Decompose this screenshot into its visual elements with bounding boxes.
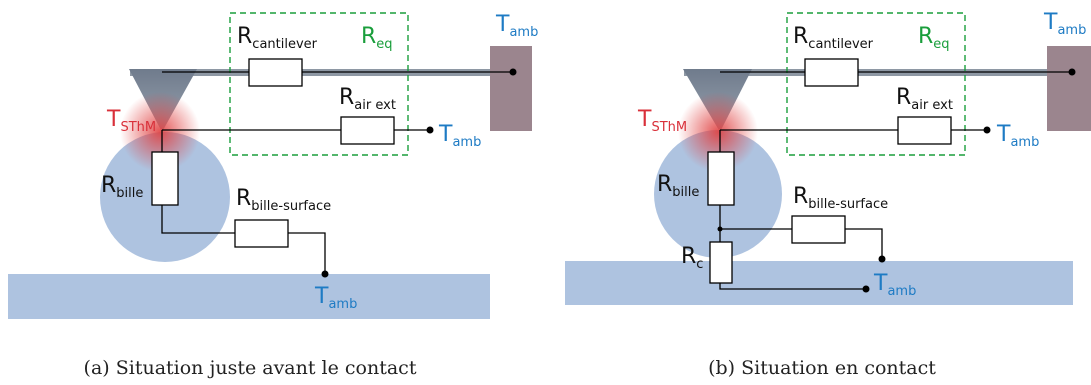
node-substrate [862,285,870,293]
label-r-bille-surface: Rbille-surface [236,186,331,214]
node-air [426,126,434,134]
substrate [565,261,1073,305]
hot-spot [678,92,758,172]
resistor-bille-surface [791,215,846,244]
resistor-bille [151,151,179,206]
label-r-cantilever: Rcantilever [793,24,874,52]
substrate [8,274,490,319]
node-base [509,68,517,76]
panel-a: TSThM Tamb Tamb Tamb Rcantilever Req Rai… [8,12,538,379]
resistor-air-ext [340,116,395,145]
node-surface [878,255,886,263]
label-r-bille: Rbille [657,172,699,200]
label-t-amb-air: Tamb [438,122,481,150]
cantilever-base-block [1047,46,1091,131]
resistor-cantilever [804,58,859,87]
label-r-cantilever: Rcantilever [237,24,318,52]
label-r-bille: Rbille [101,173,143,201]
node-base [1068,68,1076,76]
label-t-amb-base: Tamb [1043,10,1086,38]
label-r-bille-surface: Rbille-surface [793,184,888,212]
label-r-eq: Req [361,24,393,52]
node-air [983,126,991,134]
label-t-amb-substrate: Tamb [314,284,357,312]
label-t-amb-substrate: Tamb [873,271,916,299]
node-substrate [321,270,329,278]
label-t-sthm: TSThM [637,107,687,135]
node-junction [717,226,723,232]
label-r-eq: Req [918,24,950,52]
cantilever-base-block [490,46,532,131]
resistor-cantilever [248,58,303,87]
label-t-amb-air: Tamb [996,122,1039,150]
label-r-air-ext: Rair ext [339,85,396,113]
resistor-bille [707,151,735,206]
label-t-sthm: TSThM [106,107,156,135]
resistor-air-ext [897,116,952,145]
resistor-bille-surface [234,219,289,248]
caption-b: (b) Situation en contact [708,357,936,379]
caption-a: (a) Situation juste avant le contact [84,357,417,379]
label-r-air-ext: Rair ext [896,85,953,113]
resistor-contact [709,241,733,284]
panel-b: TSThM Tamb Tamb Tamb Rcantilever Req Rai… [565,10,1091,379]
hot-spot [120,92,200,172]
label-r-c: Rc [681,244,703,272]
label-t-amb-base: Tamb [495,12,538,40]
